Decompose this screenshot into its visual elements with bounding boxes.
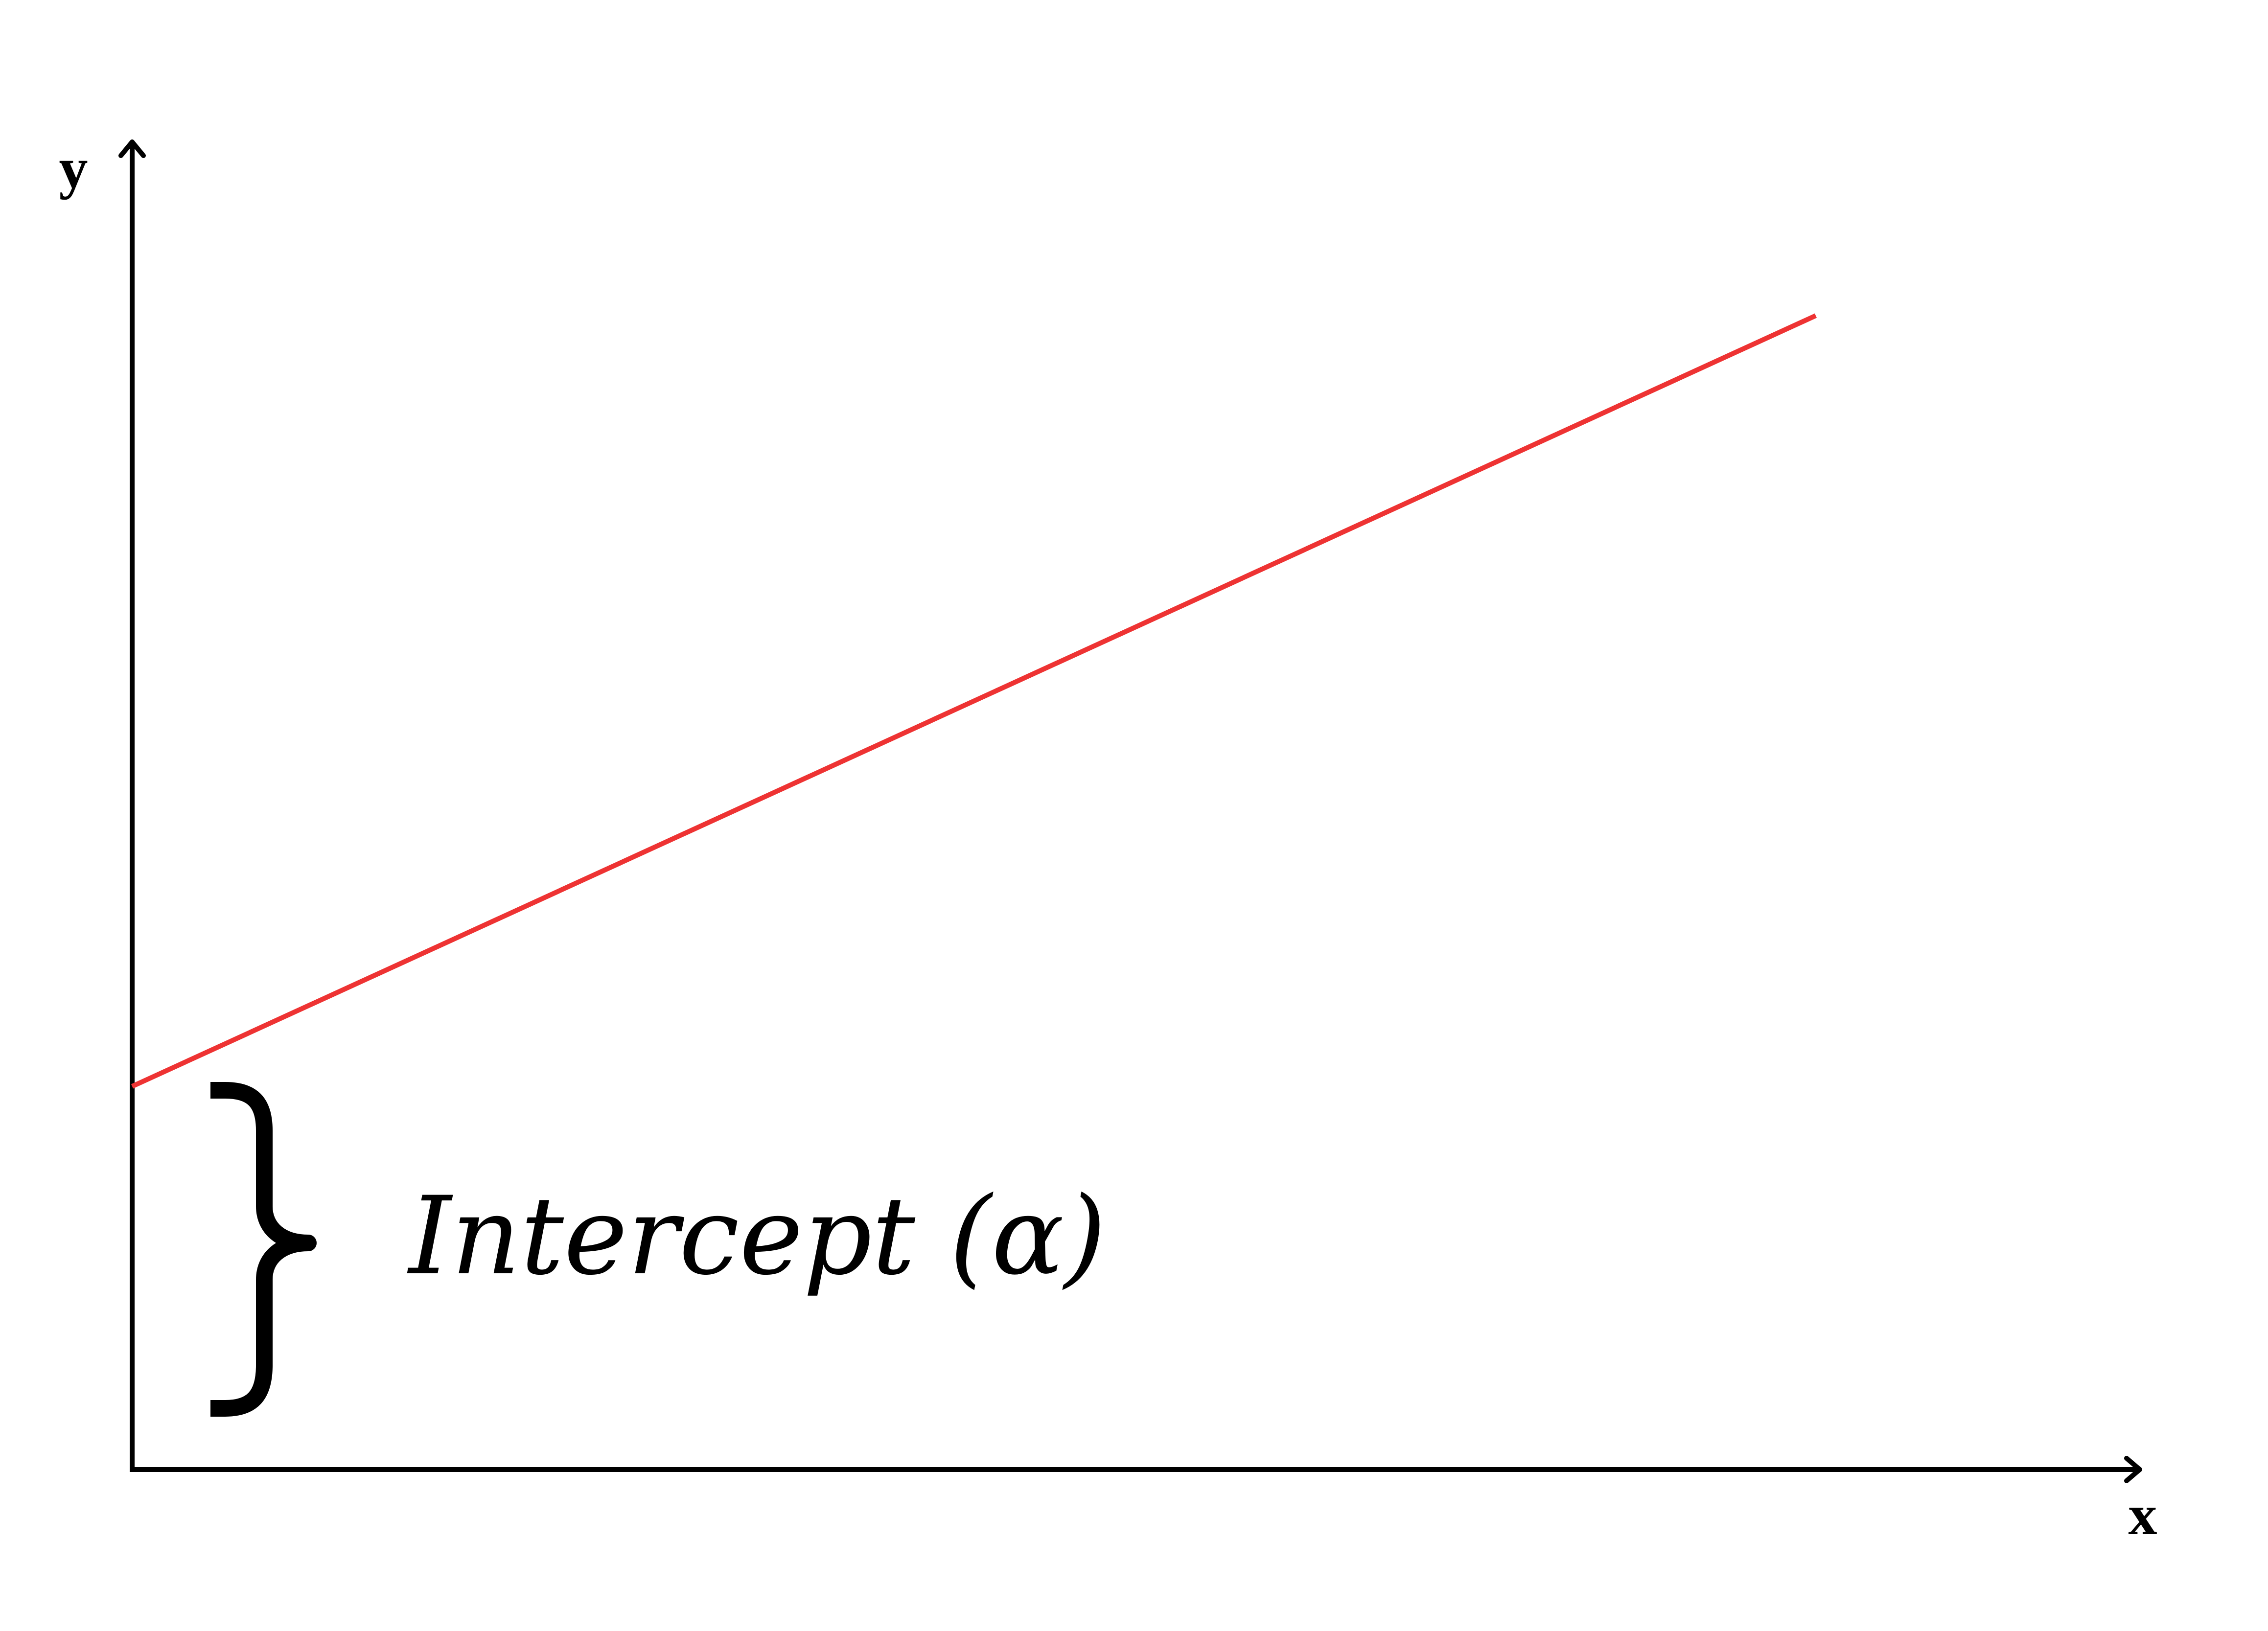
- x-axis-label: x: [2129, 1483, 2157, 1547]
- intercept-annotation: Intercept (α): [407, 1173, 1106, 1299]
- curly-brace-right-icon: [210, 1082, 317, 1417]
- regression-line: [131, 313, 1817, 1089]
- x-axis-arrow-icon: [2124, 1456, 2142, 1483]
- y-axis-arrow-icon: [118, 139, 146, 158]
- y-axis: [118, 139, 146, 1470]
- x-axis: [130, 1456, 2142, 1483]
- y-axis-label: y: [59, 136, 88, 200]
